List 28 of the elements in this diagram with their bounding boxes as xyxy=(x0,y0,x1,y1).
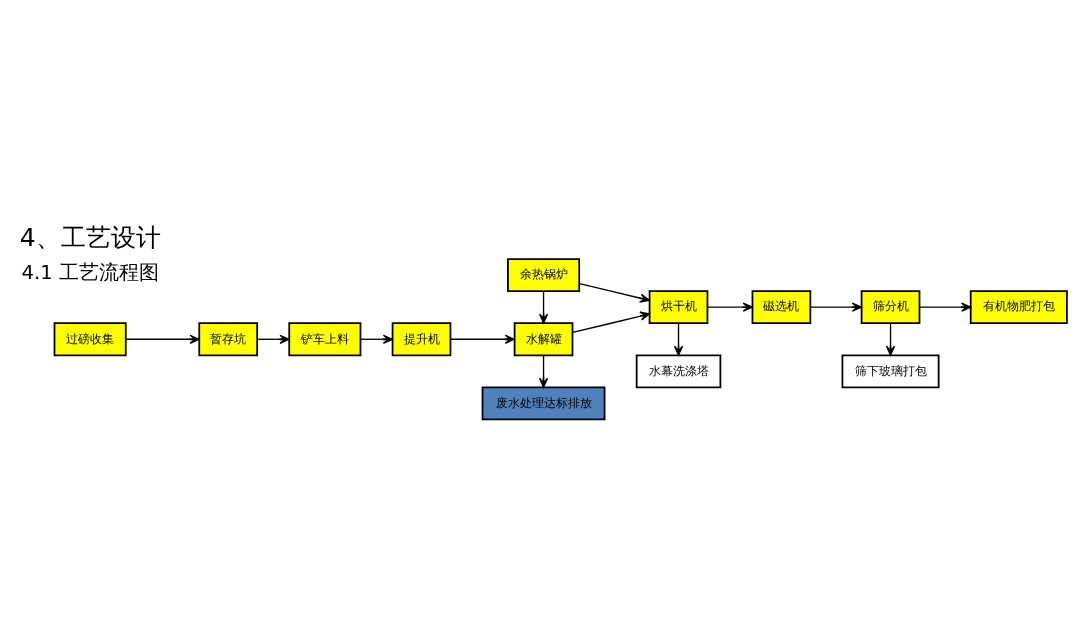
arrow xyxy=(359,334,394,344)
node-box: 烘干机 xyxy=(648,290,709,325)
node-box: 筛下玻璃打包 xyxy=(841,354,940,389)
arrow xyxy=(885,322,896,356)
arrow xyxy=(449,334,515,344)
arrow xyxy=(256,334,290,344)
arrow xyxy=(706,302,753,312)
arrow xyxy=(538,354,549,388)
label: 4.1 工艺流程图 xyxy=(21,261,159,285)
node-box: 水幕洗涤塔 xyxy=(635,354,722,389)
node-box: 磁选机 xyxy=(751,290,812,325)
node-box: 过磅收集 xyxy=(53,322,127,357)
node-box: 筛分机 xyxy=(860,290,921,325)
arrow xyxy=(809,302,862,312)
arrow xyxy=(673,322,684,356)
node-box: 暂存坑 xyxy=(198,322,259,357)
diagram-title: 4、工艺设计 xyxy=(19,223,161,253)
node-box: 铲车上料 xyxy=(288,322,362,357)
node-box: 废水处理达标排放 xyxy=(481,386,606,421)
arrow xyxy=(572,311,651,334)
arrow xyxy=(578,282,650,303)
node-box: 提升机 xyxy=(391,322,452,357)
arrow xyxy=(538,290,549,324)
arrow xyxy=(918,302,972,312)
arrow xyxy=(125,334,200,344)
node-box: 有机物肥打包 xyxy=(969,290,1068,325)
node-box: 水解罐 xyxy=(513,322,574,357)
node-box: 余热锅炉 xyxy=(507,258,581,293)
